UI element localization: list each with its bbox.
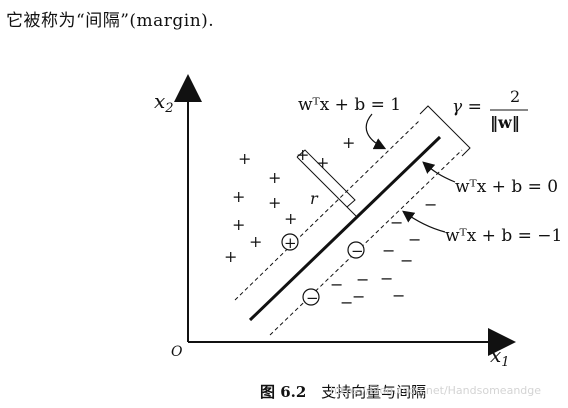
upper-margin-label: wᵀx + b = 1 [298,95,401,115]
svg-text:−: − [351,242,364,260]
negative-point: − [408,230,421,249]
lower-margin-line [269,149,463,336]
negative-point: − [352,287,365,306]
gamma-label: γ = [452,97,482,117]
negative-point: − [390,213,403,232]
negative-point: − [340,293,353,312]
positive-point: + [284,209,297,228]
negative-point: − [330,275,343,294]
svg-text:−: − [306,289,319,307]
negative-points: − − − − − − − − − − − [330,195,437,312]
positive-points: + + + + + + + + + + + [224,133,355,266]
positive-point: + [232,187,245,206]
gamma-denominator: ‖w‖ [490,113,520,132]
figure-number: 图 6.2 [260,383,307,401]
intro-text: 它被称为“间隔”(margin). [6,11,215,31]
watermark: https://blog.csdn.net/Handsomeandge [330,384,542,397]
lower-label-pointer [402,210,446,233]
negative-point: − [382,241,395,260]
support-vector-positive: + [281,233,299,252]
support-vector-negative-1: − [347,241,365,260]
positive-point: + [238,149,251,168]
lower-margin-label: wᵀx + b = −1 [445,226,562,246]
upper-margin-line [234,119,421,301]
positive-point: + [296,145,309,164]
upper-label-pointer [365,113,387,150]
positive-point: + [268,168,281,187]
separating-hyperplane [248,135,442,322]
positive-point: + [342,133,355,152]
r-bracket-side [296,149,356,208]
positive-point: + [268,193,281,212]
r-bracket [296,156,357,217]
x-axis-label: x1 [490,343,510,370]
origin-label: O [171,344,183,360]
negative-point: − [400,251,413,270]
support-vector-negative-2: − [302,288,320,307]
negative-point: − [380,269,393,288]
positive-point: + [224,247,237,266]
hyperplane-label-pointer [422,161,456,183]
gamma-numerator: 2 [510,87,520,106]
hyperplane-label: wᵀx + b = 0 [455,177,558,197]
negative-point: − [356,270,369,289]
figure-caption: 图 6.2 支持向量与间隔 [260,381,426,402]
positive-point: + [249,232,262,251]
negative-point: − [392,286,405,305]
positive-point: + [316,153,329,172]
gamma-bracket [419,105,471,157]
negative-point: − [424,195,437,214]
r-label: r [310,189,319,208]
svg-text:+: + [284,234,297,252]
positive-point: + [232,215,245,234]
y-axis-label: x2 [154,89,174,116]
figure-title: 支持向量与间隔 [321,383,427,401]
